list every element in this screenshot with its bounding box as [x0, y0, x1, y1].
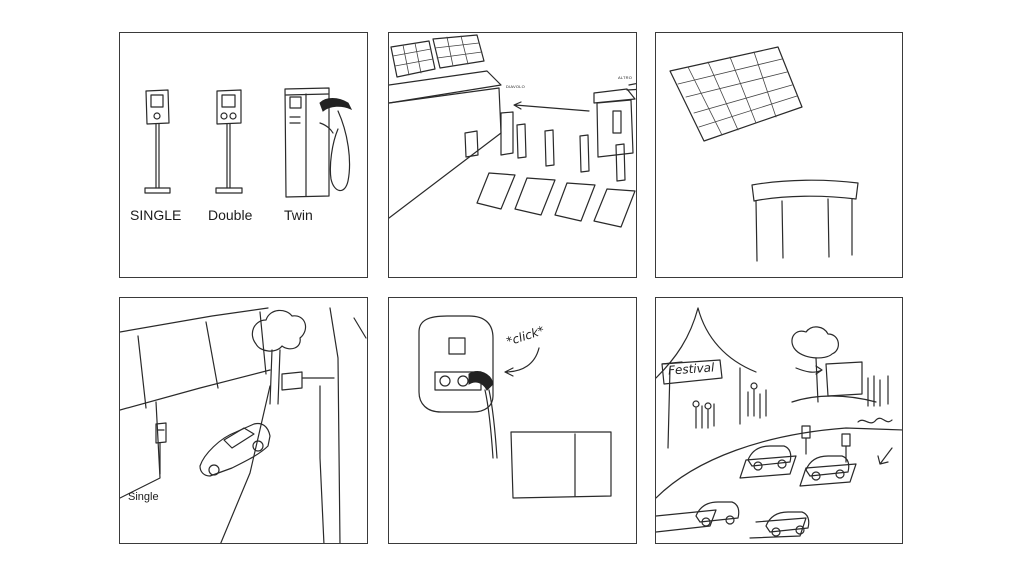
festival-tent — [656, 307, 757, 449]
parked-cars — [695, 445, 850, 537]
pointer-arrow — [795, 365, 823, 375]
festival-sign-board — [661, 359, 723, 385]
panel-wallbox-click: *click* — [388, 297, 637, 544]
panel-street: Single — [119, 297, 368, 544]
label-single-street: Single — [128, 491, 159, 503]
parking-area — [656, 427, 902, 539]
panel-charger-types: SINGLE Double Twin — [119, 32, 368, 278]
wallbox-sketch — [418, 315, 612, 499]
charging-pillars — [516, 123, 626, 182]
panel-solar-site: DIAVOLO ALTRO — [388, 32, 637, 278]
festival-sketch — [656, 307, 902, 539]
panel-solar-canopy — [655, 32, 903, 278]
arrow-to-building — [513, 101, 590, 112]
parking-bays — [476, 172, 636, 228]
plugged-cable — [468, 371, 498, 459]
solar-panel-grid — [669, 46, 803, 142]
click-arrow — [504, 347, 540, 377]
wallbox-unit — [418, 315, 494, 413]
solar-site-sketch — [389, 34, 636, 228]
trees-and-kiosk — [791, 326, 877, 403]
kiosk — [593, 82, 636, 158]
label-altro: ALTRO — [618, 75, 633, 80]
twin-charger-cabinet — [284, 87, 353, 198]
wall-charger — [155, 422, 167, 475]
single-charger-post — [144, 89, 171, 194]
label-twin: Twin — [284, 207, 313, 223]
canopy-structure — [751, 179, 859, 262]
parked-car — [199, 422, 271, 477]
label-diavolo: DIAVOLO — [506, 84, 525, 89]
label-single: SINGLE — [130, 207, 182, 223]
label-double: Double — [208, 207, 253, 223]
solar-canopy-sketch — [669, 46, 859, 262]
rooftop-solar-panels — [390, 34, 485, 78]
charging-posts — [801, 417, 893, 465]
tree — [251, 309, 307, 405]
charger-types-sketch — [144, 87, 353, 198]
road-lines — [220, 307, 367, 543]
building — [389, 70, 514, 219]
crowd — [692, 375, 889, 429]
building-facade — [120, 307, 271, 499]
double-charger-post — [215, 89, 243, 194]
distant-kiosk — [281, 371, 335, 391]
box-object — [510, 431, 612, 499]
panel-festival: Festival — [655, 297, 903, 544]
street-sketch — [120, 307, 367, 543]
